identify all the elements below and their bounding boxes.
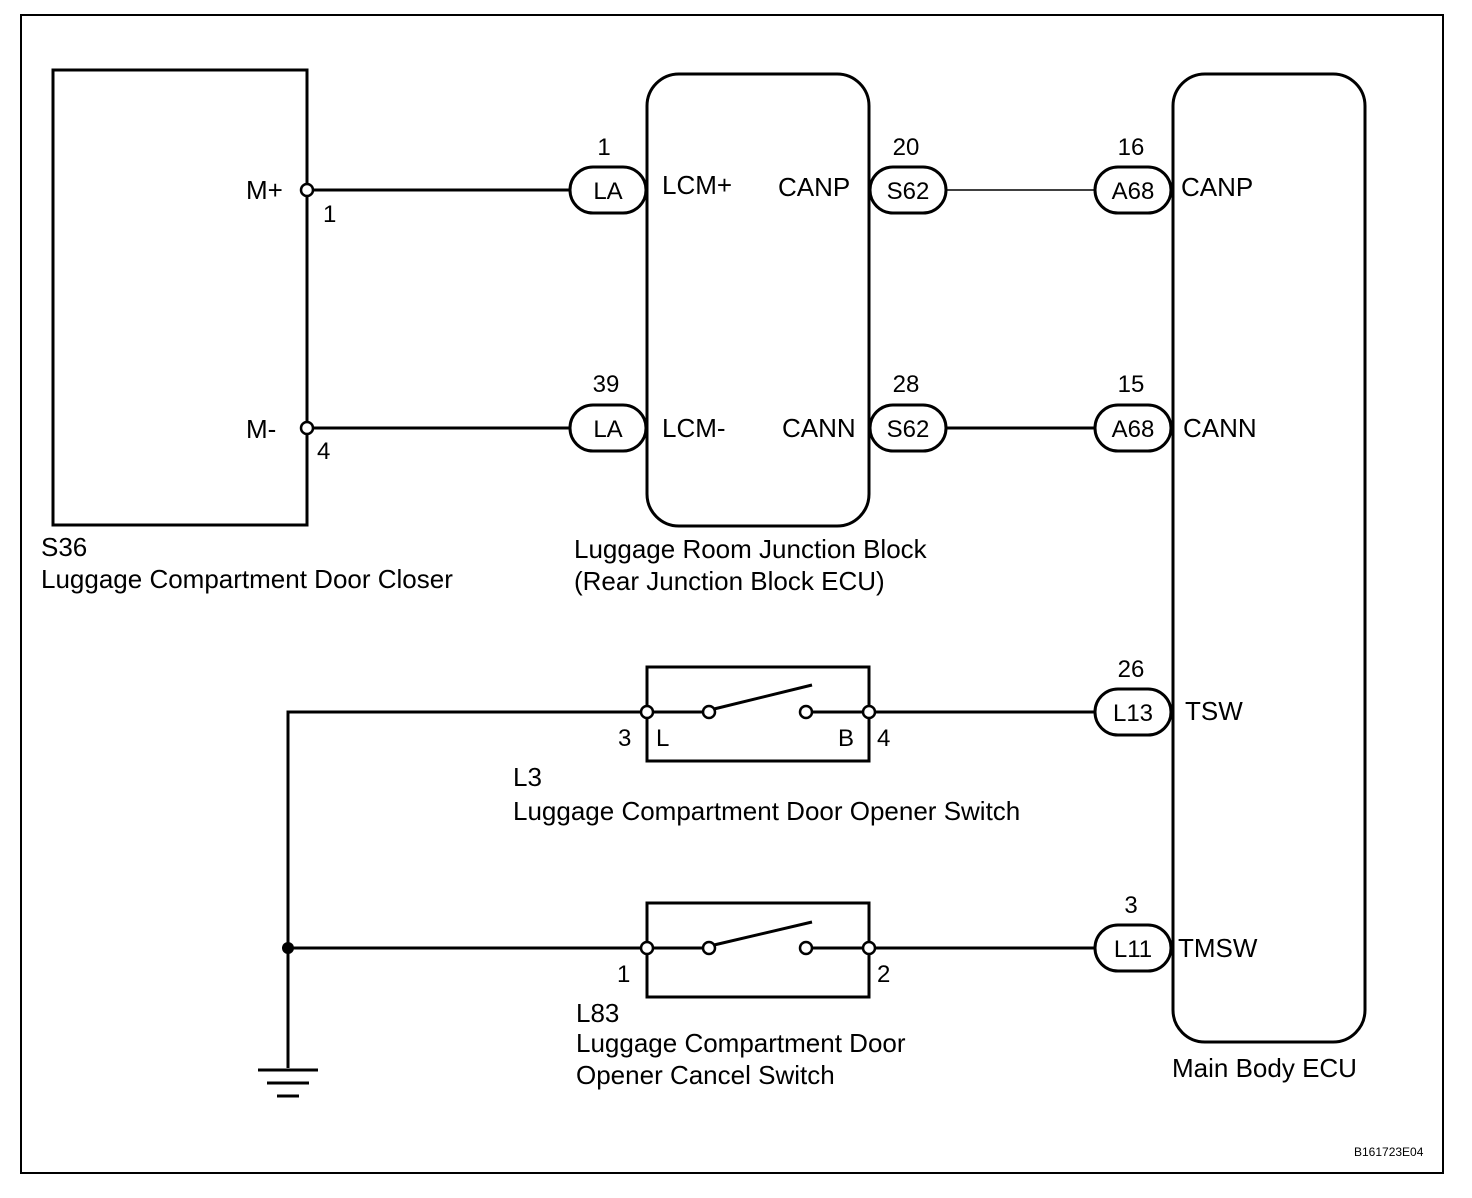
opener-switch-component: 3 L B 4 L3 Luggage Compartment Door Open… [513, 665, 1020, 826]
cancel-switch-box [645, 901, 871, 999]
junction-canp-label: CANP [778, 172, 850, 202]
opener-switch-pin-left: 3 [618, 725, 631, 752]
main-ecu-box [1171, 72, 1367, 1044]
opener-switch-pin-right: 4 [877, 725, 890, 752]
cancel-switch-name-line2: Opener Cancel Switch [576, 1060, 835, 1090]
junction-cann-label: CANN [782, 413, 856, 443]
door-closer-pin-plus: 1 [323, 201, 336, 228]
junction-name-line1: Luggage Room Junction Block [574, 534, 928, 564]
door-closer-term-minus-label: M- [246, 414, 276, 444]
door-closer-component: M+ M- 1 4 S36 Luggage Compartment Door C… [41, 68, 453, 594]
junction-lcm-plus-label: LCM+ [662, 170, 732, 200]
cancel-switch-pin-right: 2 [877, 961, 890, 988]
connector-id: A68 [1112, 416, 1155, 443]
main-ecu-canp-label: CANP [1181, 172, 1253, 202]
main-ecu-tmsw-label: TMSW [1178, 933, 1258, 963]
connector-id: L13 [1113, 700, 1153, 727]
connector-pill [868, 165, 948, 215]
door-closer-code: S36 [41, 532, 87, 562]
connector-pill [1093, 687, 1173, 737]
connector-pin-number: 26 [1118, 656, 1145, 683]
connector-id: A68 [1112, 178, 1155, 205]
cancel-switch-pin-left: 1 [617, 961, 630, 988]
cancel-switch-contact [713, 920, 813, 947]
cancel-switch-code: L83 [576, 998, 619, 1028]
connector-pill [568, 403, 648, 453]
cancel-switch-name-line1: Luggage Compartment Door [576, 1028, 906, 1058]
main-ecu-name: Main Body ECU [1172, 1053, 1357, 1083]
drawing-code: B161723E04 [1354, 1145, 1424, 1159]
connector-pill [1093, 923, 1173, 973]
wires [286, 188, 1095, 1068]
door-closer-terminal-minus [299, 420, 315, 436]
connector-pin-number: 20 [893, 134, 920, 161]
opener-switch-term-left: L [656, 725, 669, 752]
door-closer-box [51, 68, 309, 527]
connector-pin-number: 1 [597, 134, 610, 161]
diagram-frame [20, 14, 1444, 1174]
connector-pill [868, 403, 948, 453]
connector-id: S62 [887, 178, 930, 205]
connector-pill [1093, 403, 1173, 453]
connector-pill [1093, 165, 1173, 215]
connector-id: L11 [1114, 936, 1152, 963]
opener-switch-contact [713, 683, 813, 711]
connector-pin-number: 28 [893, 371, 920, 398]
connector-id: S62 [887, 416, 930, 443]
connectors: LA 1 LA 39 S62 20 S62 28 A68 16 A68 15 L… [568, 134, 1173, 973]
cancel-switch-component: 1 2 L83 Luggage Compartment Door Opener … [576, 901, 906, 1090]
connector-pin-number: 16 [1118, 134, 1145, 161]
opener-switch-code: L3 [513, 762, 542, 792]
connector-pin-number: 39 [593, 371, 620, 398]
junction-block-component: LCM+ CANP LCM- CANN Luggage Room Junctio… [574, 72, 928, 596]
main-ecu-cann-label: CANN [1183, 413, 1257, 443]
connector-id: LA [593, 416, 622, 443]
junction-name-line2: (Rear Junction Block ECU) [574, 566, 885, 596]
connector-pill [568, 165, 648, 215]
ground-icon [258, 1068, 318, 1098]
junction-lcm-minus-label: LCM- [662, 413, 726, 443]
connector-id: LA [593, 178, 622, 205]
connector-pin-number: 15 [1118, 371, 1145, 398]
connector-pin-number: 3 [1124, 892, 1137, 919]
ground-junction-dot [282, 942, 294, 954]
opener-switch-name: Luggage Compartment Door Opener Switch [513, 796, 1020, 826]
door-closer-pin-minus: 4 [317, 438, 330, 465]
door-closer-terminal-plus [299, 182, 315, 198]
door-closer-term-plus-label: M+ [246, 175, 283, 205]
main-ecu-component: CANP CANN TSW TMSW Main Body ECU [1171, 72, 1367, 1083]
opener-switch-term-right: B [838, 725, 854, 752]
door-closer-name: Luggage Compartment Door Closer [41, 564, 453, 594]
junction-block-box [645, 72, 871, 528]
main-ecu-tsw-label: TSW [1185, 696, 1243, 726]
opener-switch-box [645, 665, 871, 763]
